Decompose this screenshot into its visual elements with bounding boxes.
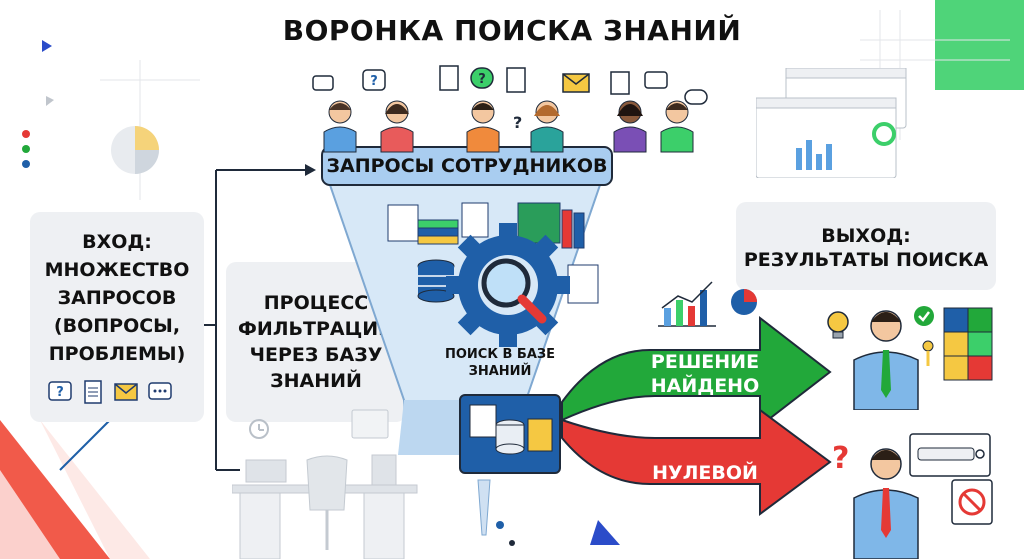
arrow-zero-line-2: ЗАПРОС [660,486,750,508]
output-line-1: ВЫХОД: [821,225,911,247]
question-mark-icon: ? [513,113,522,132]
question-chat-icon: ? [48,381,72,401]
input-line-2: МНОЖЕСТВО [44,259,190,281]
arrow-found-line-1: РЕШЕНИЕ [650,351,760,373]
database-box [459,394,561,474]
svg-text:?: ? [478,72,486,87]
checkmark-icon [914,306,934,326]
funnel-top-label: ЗАПРОСЫ СОТРУДНИКОВ [326,155,608,177]
process-line-3: ЧЕРЕЗ БАЗУ [249,344,383,366]
document-icon [84,380,102,404]
search-label-line-2: ЗНАНИЙ [468,364,532,379]
search-label: ПОИСК В БАЗЕ ЗНАНИЙ [440,346,560,380]
question-bubble-icon-1: ? [362,69,386,91]
envelope-icon-top [562,73,590,93]
input-line-5: ПРОБЛЕМЫ) [48,343,186,365]
question-bubble-icon-2: ? [470,67,494,89]
process-line-4: ЗНАНИЙ [270,370,362,392]
success-person [827,306,993,410]
svg-text:?: ? [56,385,64,400]
arrow-zero-shape [561,408,832,516]
chat-icon-3 [684,89,708,105]
doc-icon-2 [506,67,526,93]
gear-search [446,223,570,347]
process-line-2: ФИЛЬТРАЦИИ [237,318,395,340]
no-results-icon [951,479,993,525]
search-window-icon [909,433,991,477]
chat-icon-2 [644,71,668,89]
arrow-zero-label: НУЛЕВОЙ ЗАПРОС [640,461,770,509]
svg-text:?: ? [370,74,378,89]
process-label: ПРОЦЕСС ФИЛЬТРАЦИИ ЧЕРЕЗ БАЗУ ЗНАНИЙ [226,262,406,394]
output-line-2: РЕЗУЛЬТАТЫ ПОИСКА [743,249,989,271]
search-label-line-1: ПОИСК В БАЗЕ [444,347,556,362]
person-3 [466,100,500,153]
page-title: ВОРОНКА ПОИСКА ЗНАНИЙ [282,14,742,47]
person-6 [660,100,694,153]
chart-decor [658,281,757,327]
input-line-4: (ВОПРОСЫ, [53,315,181,337]
input-panel: ВХОД: МНОЖЕСТВО ЗАПРОСОВ (ВОПРОСЫ, ПРОБЛ… [30,212,204,422]
chat-bubble-icon [148,382,172,400]
person-1 [323,100,357,153]
output-label: ВЫХОД: РЕЗУЛЬТАТЫ ПОИСКА [736,202,996,272]
output-panel: ВЫХОД: РЕЗУЛЬТАТЫ ПОИСКА [736,202,996,290]
process-panel: ПРОЦЕСС ФИЛЬТРАЦИИ ЧЕРЕЗ БАЗУ ЗНАНИЙ [226,262,406,422]
person-2 [380,100,414,153]
puzzle-icon [943,307,993,381]
funnel-graphic [321,146,613,546]
doc-icon-1 [439,65,459,91]
input-line-1: ВХОД: [82,231,152,253]
employees-row: ? ? ? [312,65,708,153]
key-icon [922,340,934,366]
red-question-icon: ? [832,441,849,476]
process-line-1: ПРОЦЕСС [263,292,369,314]
envelope-icon [114,383,138,401]
arrow-zero-line-1: НУЛЕВОЙ [652,462,758,484]
person-5 [613,100,647,153]
desk-illustration [232,409,418,559]
result-arrows [561,315,832,516]
input-label: ВХОД: МНОЖЕСТВО ЗАПРОСОВ (ВОПРОСЫ, ПРОБЛ… [30,212,204,368]
chat-icon-1 [312,75,334,91]
doc-icon-3 [610,71,630,95]
person-4 [530,100,564,153]
browser-windows-decor [756,68,907,178]
lightbulb-icon [827,311,849,339]
input-icons: ? [48,380,172,404]
arrow-found-line-2: НАЙДЕНО [650,375,760,397]
arrow-found-shape [561,315,832,429]
failure-person: ? [832,433,993,559]
arrow-found-label: РЕШЕНИЕ НАЙДЕНО [640,350,770,398]
input-line-3: ЗАПРОСОВ [57,287,177,309]
books-stack [387,202,585,249]
